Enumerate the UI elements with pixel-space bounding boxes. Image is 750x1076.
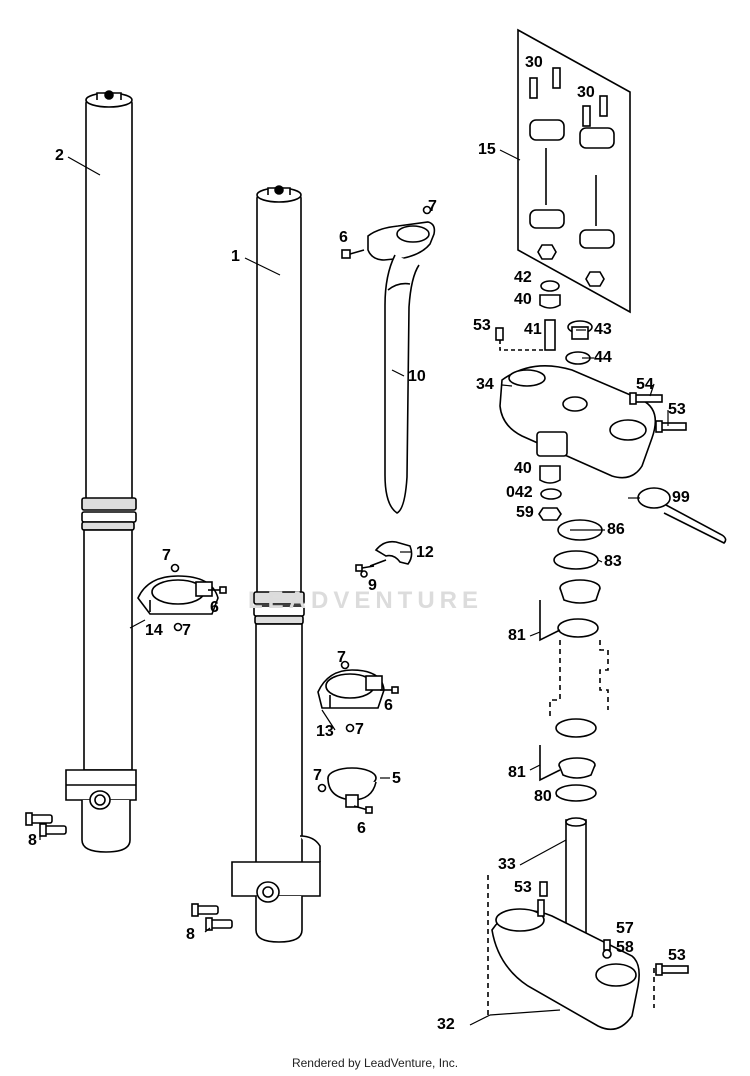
callout-8-center: 8 [186,926,195,943]
bushing-40-top [539,294,561,309]
callout-7-clamp5: 7 [313,767,322,784]
bracket-81-upper [539,600,561,642]
callout-53-top: 53 [473,317,491,334]
callout-43: 43 [594,321,612,338]
leader-53-top [499,340,545,351]
bolt-54 [629,392,663,405]
callout-40-bottom: 40 [514,460,532,477]
callout-6-clamp13: 6 [384,697,393,714]
callout-53-lower: 53 [668,947,686,964]
clamp-14 [137,575,219,615]
clamp-5 [327,767,377,808]
callout-6-clamp5: 6 [357,820,366,837]
bolt-6-clamp13 [380,686,399,694]
nut-7-clamp5 [317,783,327,793]
callout-59: 59 [516,504,534,521]
callout-53-clamp: 53 [668,401,686,418]
watermark: LEADVENTURE [248,587,484,614]
race-81-lower [555,718,597,738]
fork-leg-2 [65,90,137,853]
nut-59 [538,507,562,521]
callout-6-top: 6 [339,229,348,246]
callout-7-top: 7 [428,198,437,215]
nut-7-clamp13-bottom [345,723,355,733]
callout-10: 10 [408,368,426,385]
nut-7-clamp13-top [340,660,350,670]
callout-12: 12 [416,544,434,561]
callout-34: 34 [476,376,494,393]
bracket-81-lower [539,745,561,782]
bolt-53-stem [539,881,548,897]
bolt-53-clamp [655,420,687,433]
stem-outline-dashed [549,640,609,720]
callout-53-stem: 53 [514,879,532,896]
seal-80 [555,784,597,802]
callout-41: 41 [524,321,542,338]
callout-6-clamp14: 6 [210,599,219,616]
callout-15: 15 [478,141,496,158]
callout-42: 42 [514,269,532,286]
callout-81-upper: 81 [508,627,526,644]
callout-5: 5 [392,770,401,787]
bolt-53-lower [655,963,689,976]
tool-99 [637,487,727,544]
callout-13: 13 [316,723,334,740]
callout-30-left: 30 [525,54,543,71]
callout-86: 86 [607,521,625,538]
callout-44: 44 [594,349,612,366]
upper-triple-clamp-34 [499,364,657,479]
bolt-6-clamp14 [208,586,227,594]
race-81-upper [557,618,599,638]
bolt-9 [355,564,375,578]
nut-7-top [422,205,432,215]
callout-83: 83 [604,553,622,570]
callout-40-top: 40 [514,291,532,308]
clamp-13 [317,669,385,709]
fork-leg-1 [231,185,321,943]
cable-guide-10 [367,221,436,514]
callout-33: 33 [498,856,516,873]
callout-32: 32 [437,1016,455,1033]
callout-99: 99 [672,489,690,506]
bearing-lower [558,757,596,779]
leader-lines [39,149,669,1026]
callout-14: 14 [145,622,163,639]
bolt-6-clamp5 [353,805,373,814]
callout-54: 54 [636,376,654,393]
washer-42 [540,280,560,292]
clamp-32-dashed [487,875,655,1015]
lower-triple-clamp-32 [491,817,640,1031]
bolts-8-center [191,903,233,931]
callout-7-clamp14-top: 7 [162,547,171,564]
callout-58: 58 [616,939,634,956]
pin-41 [544,319,556,351]
bolt-6-top [341,249,365,259]
callout-7-clamp13-bottom: 7 [355,721,364,738]
callout-8-left: 8 [28,832,37,849]
callout-57: 57 [616,920,634,937]
washer-042 [540,488,562,500]
nut-7-clamp14-bottom [173,622,183,632]
nut-7-clamp14-top [170,563,180,573]
callout-81-lower: 81 [508,764,526,781]
callout-7-clamp13-top: 7 [337,649,346,666]
handlebar-clamp-kit-15 [517,28,631,314]
footer-credit: Rendered by LeadVenture, Inc. [291,1056,459,1070]
callout-30-right: 30 [577,84,595,101]
callout-2: 2 [55,147,64,164]
callout-1: 1 [231,248,240,265]
bearing-upper [559,579,601,604]
bushing-40-bottom [539,465,561,484]
bolt-53-top [495,327,504,341]
clamp-12 [369,540,413,567]
dust-cover-83 [553,550,599,570]
callout-80: 80 [534,788,552,805]
bolts-8-left [25,812,67,837]
callout-042: 042 [506,484,533,501]
callout-9: 9 [368,577,377,594]
callout-7-clamp14-bottom: 7 [182,622,191,639]
